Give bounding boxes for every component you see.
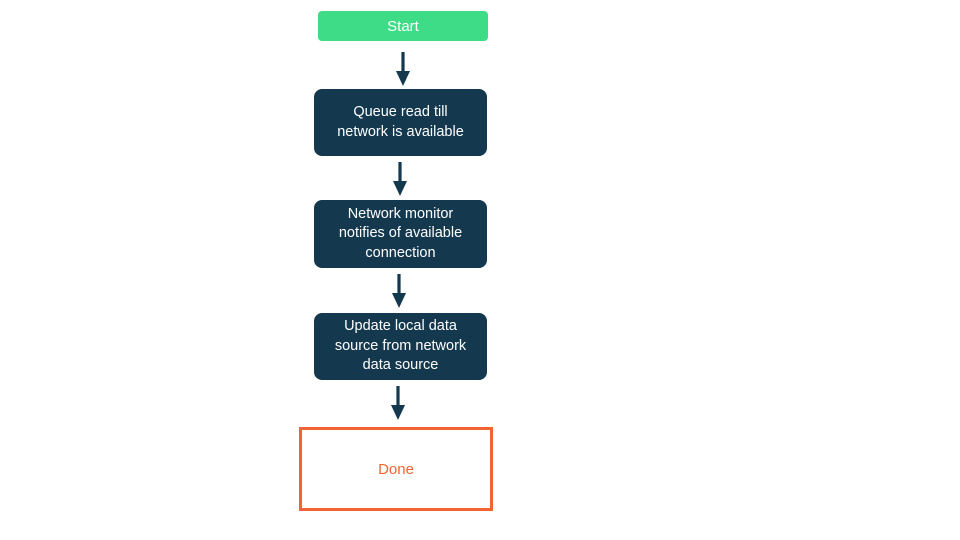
node-update-local-data: Update local data source from network da… [314,313,487,380]
node-done: Done [299,427,493,511]
arrow-down-icon [392,274,406,308]
arrow-down-icon [396,52,410,86]
arrow-down-icon [393,162,407,196]
node-queue-read: Queue read till network is available [314,89,487,156]
node-network-monitor: Network monitor notifies of available co… [314,200,487,268]
node-start: Start [318,11,488,41]
arrow-down-icon [391,386,405,420]
